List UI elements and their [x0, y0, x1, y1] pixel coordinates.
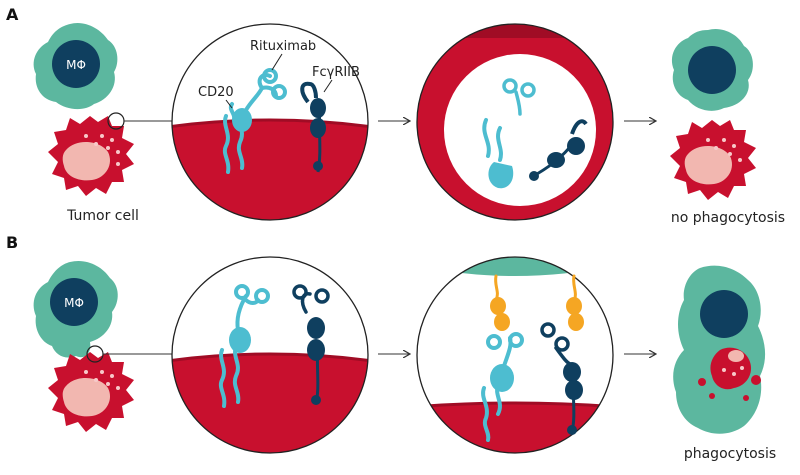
- zoom-panel-a1: Rituximab FcγRIIB CD20: [171, 23, 369, 221]
- macrophage-b-label: MΦ: [64, 296, 84, 310]
- no-phagocytosis-label: no phagocytosis: [671, 210, 785, 226]
- zoom-panel-a2: [416, 23, 614, 221]
- rituximab-antibody: [244, 68, 287, 112]
- engulfed-tumor-cell: [698, 347, 761, 401]
- tumor-cell-a: [48, 116, 134, 196]
- internalized-cd20: [482, 118, 503, 162]
- tumor-cell-label: Tumor cell: [66, 208, 139, 224]
- phagocytosis-label: phagocytosis: [684, 446, 776, 462]
- result-macrophage-a: [671, 28, 753, 111]
- macrophage-b: MΦ: [33, 260, 118, 358]
- zoom-panel-b2: [416, 256, 614, 454]
- panel-b-letter: B: [6, 233, 18, 252]
- panel-a-letter: A: [6, 5, 19, 24]
- internalized-fcgriib: [529, 119, 588, 181]
- rituximab-label: Rituximab: [250, 39, 316, 54]
- fcgriib-label: FcγRIIB: [312, 65, 360, 80]
- result-macrophage-b: [673, 265, 766, 434]
- tumor-cell-b: [48, 352, 134, 432]
- internalized-rituximab: [502, 78, 536, 116]
- macrophage-a-label: MΦ: [66, 58, 86, 72]
- result-tumor-cell-a: [670, 120, 756, 200]
- cd20-label: CD20: [198, 85, 234, 100]
- macrophage-a: MΦ: [33, 22, 118, 110]
- zoom-panel-b1: [171, 256, 369, 454]
- fcgriib-receptor: [300, 81, 326, 173]
